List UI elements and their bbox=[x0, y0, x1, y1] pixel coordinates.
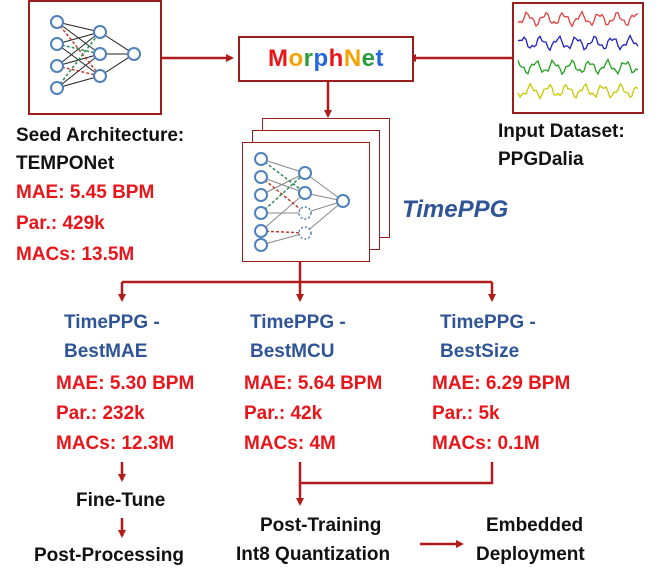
seed-title-line1: Seed Architecture: bbox=[16, 125, 185, 146]
input-dataset-box bbox=[512, 2, 644, 114]
seed-mae: MAE: 5.45 BPM bbox=[16, 182, 155, 203]
variant-bestmcu-name1: TimePPG - bbox=[250, 312, 346, 333]
variant-bestsize-mae: MAE: 6.29 BPM bbox=[432, 373, 571, 394]
ppg-signal-trace bbox=[517, 58, 639, 76]
seed-title-line2: TEMPONet bbox=[16, 153, 115, 174]
morphnet-letter: N bbox=[343, 45, 362, 72]
variant-bestmcu-name2: BestMCU bbox=[250, 341, 335, 362]
variant-bestsize-params: Par.: 5k bbox=[432, 403, 500, 424]
ppg-signals-icon bbox=[517, 10, 639, 100]
input-title-line1: Input Dataset: bbox=[498, 121, 625, 142]
variant-bestmae-params: Par.: 232k bbox=[56, 403, 145, 424]
morphnet-letter: e bbox=[361, 45, 376, 72]
variant-bestsize-macs: MACs: 0.1M bbox=[432, 433, 540, 454]
deploy-step-line2: Deployment bbox=[476, 544, 585, 565]
variant-bestmae-mae: MAE: 5.30 BPM bbox=[56, 373, 195, 394]
join-line bbox=[298, 462, 494, 485]
seed-params: Par.: 429k bbox=[16, 213, 105, 234]
variant-bestmcu-params: Par.: 42k bbox=[244, 403, 323, 424]
deploy-step-line1: Embedded bbox=[486, 515, 584, 536]
timeppg-card-front bbox=[242, 142, 370, 262]
morphnet-box: MorphNet bbox=[238, 36, 414, 82]
morphnet-letter: M bbox=[267, 45, 289, 72]
ppg-signal-trace bbox=[517, 82, 639, 100]
ppg-signal-trace bbox=[517, 10, 639, 28]
timeppg-label: TimePPG bbox=[402, 196, 509, 223]
ppg-signal-trace bbox=[517, 34, 639, 52]
input-title-line2: PPGDalia bbox=[498, 149, 584, 170]
variant-bestmcu-macs: MACs: 4M bbox=[244, 433, 336, 454]
morphnet-letter: h bbox=[328, 45, 344, 72]
postprocessing-step: Post-Processing bbox=[34, 545, 184, 566]
morphnet-letter: o bbox=[288, 45, 304, 72]
finetune-step: Fine-Tune bbox=[76, 490, 166, 511]
variant-bestsize-name2: BestSize bbox=[440, 341, 520, 362]
ptq-step-line2: Int8 Quantization bbox=[236, 544, 391, 565]
morphnet-letter: r bbox=[303, 45, 314, 72]
morphnet-letter: t bbox=[375, 45, 385, 72]
seed-macs: MACs: 13.5M bbox=[16, 244, 135, 265]
morphnet-letter: p bbox=[313, 45, 329, 72]
variant-bestmcu-mae: MAE: 5.64 BPM bbox=[244, 373, 383, 394]
seed-architecture-box bbox=[28, 0, 162, 115]
ptq-step-line1: Post-Training bbox=[260, 515, 382, 536]
morphnet-title: MorphNet bbox=[268, 45, 384, 73]
seed-network-icon bbox=[50, 15, 141, 95]
timeppg-network-icon bbox=[254, 152, 350, 252]
variant-bestmae-name2: BestMAE bbox=[64, 341, 148, 362]
variant-bestsize-name1: TimePPG - bbox=[440, 312, 536, 333]
variant-bestmae-macs: MACs: 12.3M bbox=[56, 433, 175, 454]
variant-bestmae-name1: TimePPG - bbox=[64, 312, 160, 333]
